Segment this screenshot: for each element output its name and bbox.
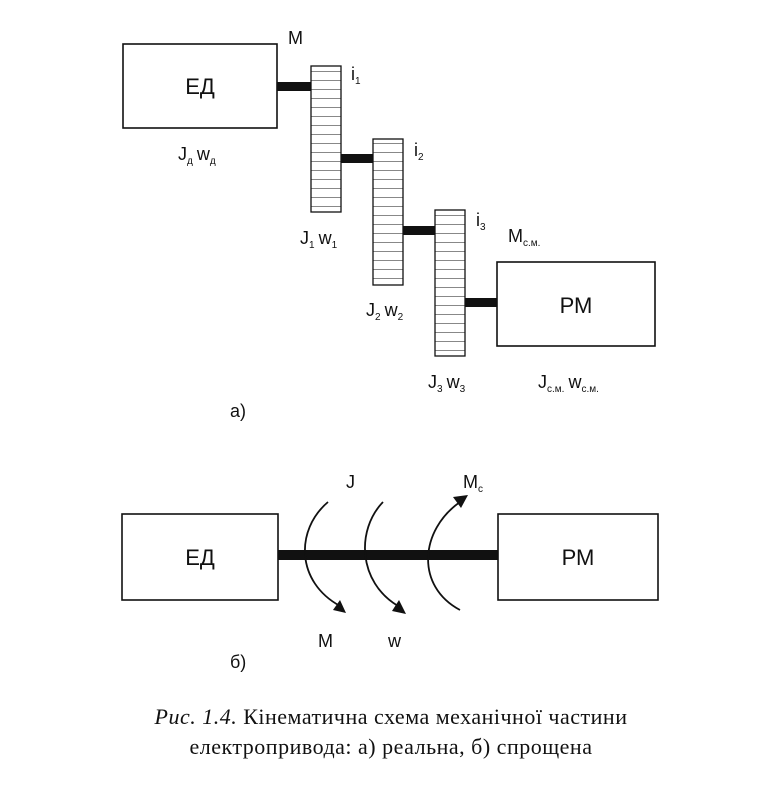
load-box-b-label: РМ	[562, 545, 595, 570]
load-torque-arc	[427, 501, 461, 611]
speed-arc	[364, 501, 399, 607]
motor-box-b	[121, 513, 279, 601]
motor-box-a	[122, 43, 278, 129]
speed-arrow-icon	[392, 600, 406, 614]
shaft-b	[278, 550, 498, 560]
motor-box-b-label: ЕД	[185, 545, 215, 570]
diagram-b: ЕД РМ J Мс М w б)	[121, 472, 659, 672]
torque-arc	[304, 501, 341, 607]
caption-line-2: електропривода: а) реальна, б) спрощена	[189, 734, 593, 759]
load-torque-arrow-icon	[453, 495, 468, 508]
diagram-b-label: б)	[230, 652, 246, 672]
load-box-a-label: РМ	[560, 293, 593, 318]
load-params-a: Jс.м.wс.м.	[538, 372, 599, 395]
inertia-label-b: J	[346, 472, 355, 492]
gear-3-ratio: i3	[476, 210, 486, 233]
gear-2-ratio: i2	[414, 140, 424, 163]
caption-text-1: Кінематична схема механічної частини	[243, 704, 628, 729]
caption-prefix: Рис. 1.4.	[154, 704, 238, 729]
load-box-a	[496, 261, 656, 347]
shaft-gear1-gear2	[341, 154, 373, 163]
gear-1-ratio: i1	[351, 64, 361, 87]
shaft-motor-gear1	[277, 82, 311, 91]
torque-arrow-icon	[333, 600, 346, 613]
gear-2-teeth	[373, 139, 403, 285]
figure-caption: Рис. 1.4. Кінематична схема механічної ч…	[0, 702, 782, 762]
caption-line-1: Рис. 1.4. Кінематична схема механічної ч…	[0, 702, 782, 732]
diagram-a-label: а)	[230, 401, 246, 421]
shaft-gear3-load	[465, 298, 497, 307]
gear-1-teeth	[311, 66, 341, 212]
gear-3-teeth	[435, 210, 465, 356]
shaft-gear2-gear3	[403, 226, 435, 235]
load-box-b	[497, 513, 659, 601]
load-torque-a: Мс.м.	[508, 226, 540, 249]
torque-label-b: М	[318, 631, 333, 651]
speed-label-b: w	[387, 631, 402, 651]
load-torque-label-b: Мс	[463, 472, 483, 495]
torque-label-a: М	[288, 28, 303, 48]
motor-box-a-label: ЕД	[185, 74, 215, 99]
